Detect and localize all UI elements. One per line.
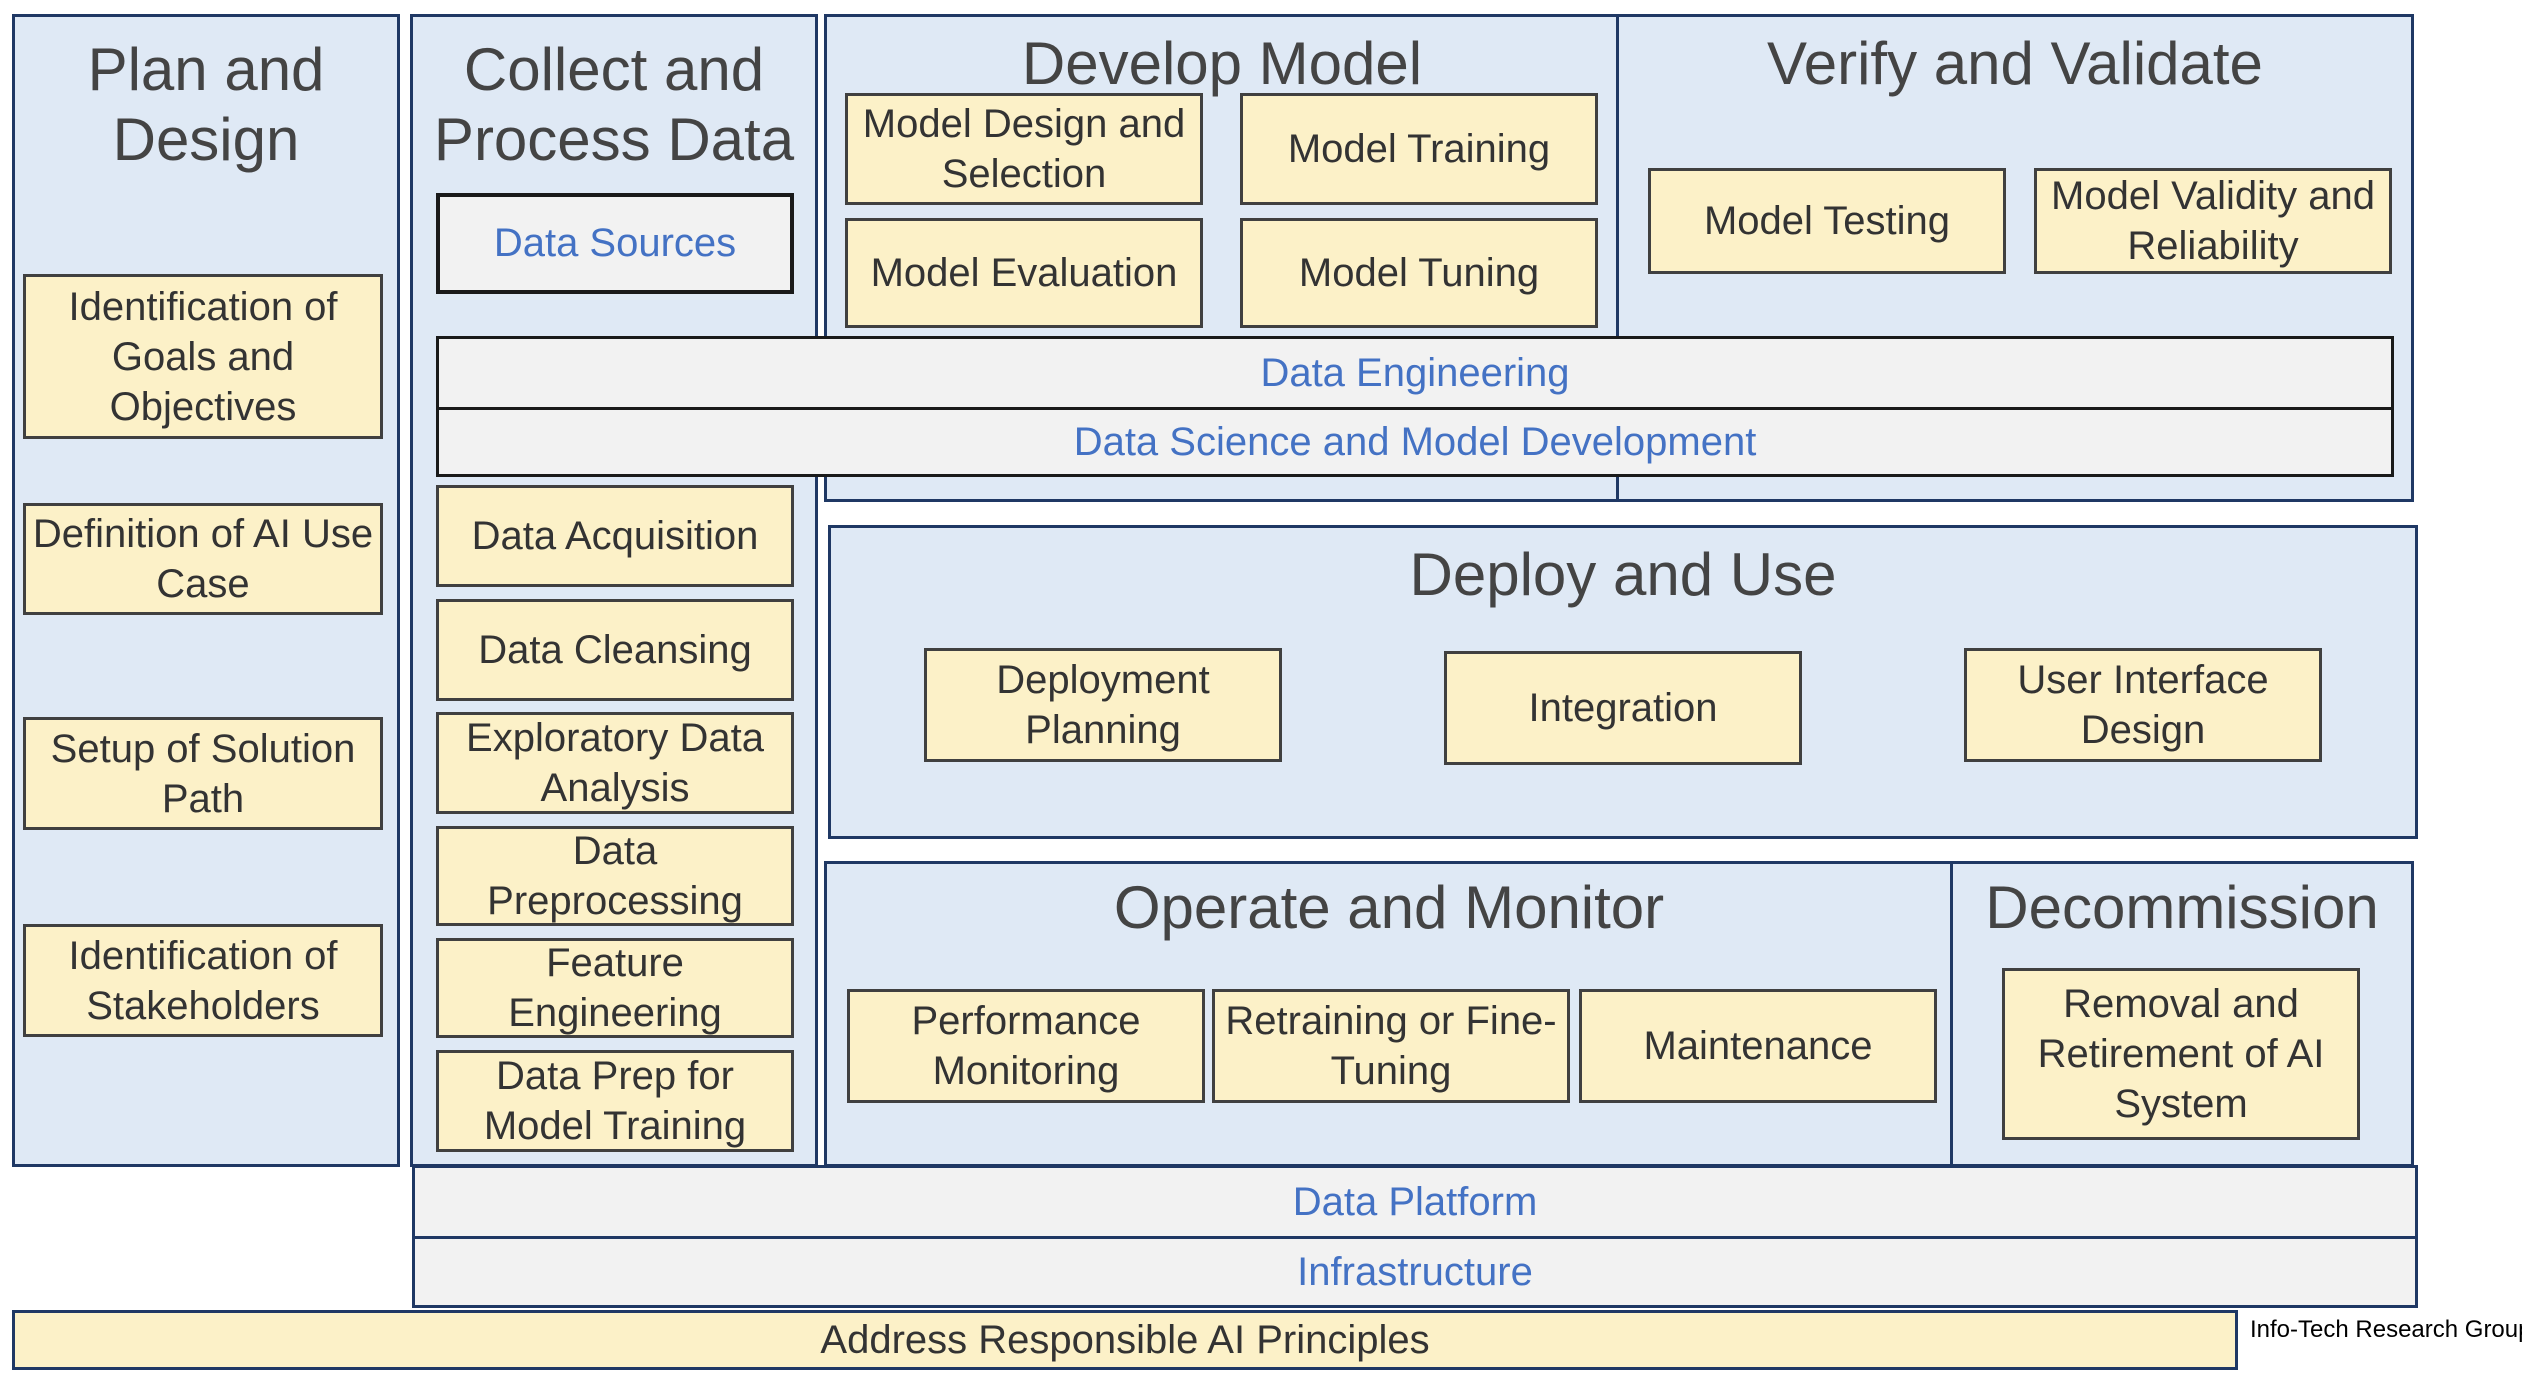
performance-monitoring-box: Performance Monitoring [847, 989, 1205, 1103]
infrastructure-bar: Infrastructure [412, 1236, 2418, 1308]
deployment-planning-box: Deployment Planning [924, 648, 1282, 762]
model-evaluation-box: Model Evaluation [845, 218, 1203, 328]
plan-and-design-title: Plan and Design [87, 36, 325, 173]
model-testing-box: Model Testing [1648, 168, 2006, 274]
deploy-and-use-title: Deploy and Use [1409, 541, 1837, 608]
operate-monitor-title: Operate and Monitor [1113, 874, 1665, 941]
maintenance-box: Maintenance [1579, 989, 1937, 1103]
responsible-ai-principles-bar: Address Responsible AI Principles [12, 1310, 2238, 1370]
develop-model-title: Develop Model [1021, 30, 1423, 97]
decommission-title: Decommission [1985, 874, 2379, 941]
model-validity-reliability-box: Model Validity and Reliability [2034, 168, 2392, 274]
feature-engineering-box: Feature Engineering [436, 938, 794, 1038]
setup-solution-path-box: Setup of Solution Path [23, 717, 383, 830]
definition-ai-use-case-box: Definition of AI Use Case [23, 503, 383, 615]
integration-box: Integration [1444, 651, 1802, 765]
retraining-fine-tuning-box: Retraining or Fine-Tuning [1212, 989, 1570, 1103]
verify-validate-title: Verify and Validate [1767, 30, 2263, 97]
data-acquisition-box: Data Acquisition [436, 485, 794, 587]
info-tech-credit: Info-Tech Research Group [2250, 1316, 2522, 1343]
model-training-box: Model Training [1240, 93, 1598, 205]
data-prep-model-training-box: Data Prep for Model Training [436, 1050, 794, 1152]
exploratory-data-analysis-box: Exploratory Data Analysis [436, 712, 794, 814]
data-science-model-development-bar: Data Science and Model Development [436, 407, 2394, 477]
data-platform-bar: Data Platform [412, 1165, 2418, 1239]
model-design-selection-box: Model Design and Selection [845, 93, 1203, 205]
identification-goals-box: Identification of Goals and Objectives [23, 274, 383, 439]
removal-retirement-box: Removal and Retirement of AI System [2002, 968, 2360, 1140]
user-interface-design-box: User Interface Design [1964, 648, 2322, 762]
data-sources-box: Data Sources [436, 193, 794, 294]
identification-stakeholders-box: Identification of Stakeholders [23, 924, 383, 1037]
model-tuning-box: Model Tuning [1240, 218, 1598, 328]
data-preprocessing-box: Data Preprocessing [436, 826, 794, 926]
collect-process-data-title: Collect and Process Data [433, 36, 795, 173]
data-cleansing-box: Data Cleansing [436, 599, 794, 701]
data-engineering-bar: Data Engineering [436, 336, 2394, 410]
